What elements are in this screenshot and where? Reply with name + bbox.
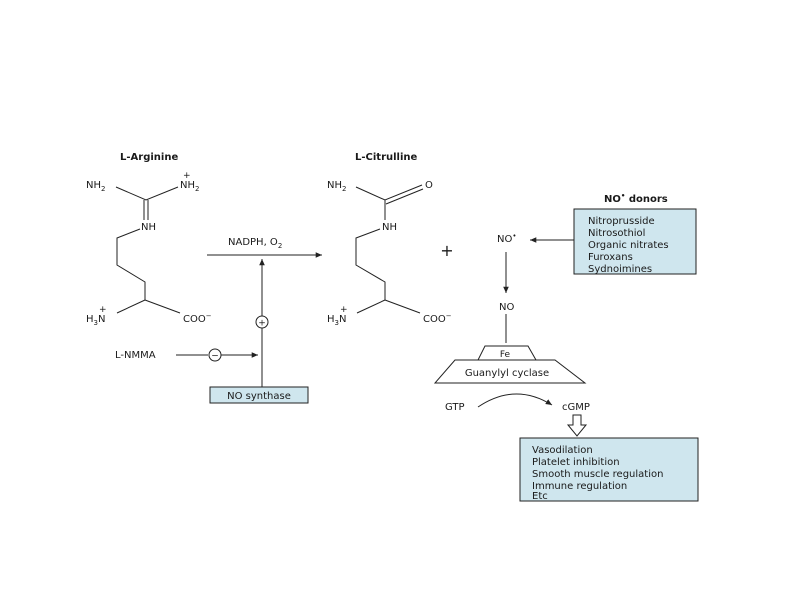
no-radical-label: NO• (497, 232, 517, 245)
nos-box (209, 386, 309, 404)
citrulline-double-bond (385, 188, 424, 205)
plus-sign: + (440, 241, 453, 260)
citrulline-oxygen: O (425, 180, 433, 191)
effect-item: Smooth muscle regulation (532, 469, 663, 480)
gtp-label: GTP (445, 402, 465, 413)
guanylyl-cyclase-label: Guanylyl cyclase (465, 368, 549, 379)
reaction-cofactors: NADPH, O2 (228, 237, 282, 250)
citrulline-carbonyl-bonds (355, 184, 423, 201)
gtp-conversion-arrow (477, 393, 553, 408)
arginine-h3n: H3N (86, 314, 105, 327)
donor-item: Sydnoimines (588, 264, 652, 275)
donor-item: Organic nitrates (588, 240, 669, 251)
inhibit-sign: − (211, 352, 219, 362)
citrulline-title: L-Citrulline (355, 152, 418, 163)
arginine-alpha-bonds (116, 299, 181, 314)
arginine-title: L-Arginine (120, 152, 178, 163)
no-label: NO (499, 302, 514, 313)
effect-item: Etc (532, 491, 548, 502)
effects-hollow-arrow (566, 414, 588, 437)
arginine-coo: COO− (183, 312, 212, 325)
citrulline-coo: COO− (423, 312, 452, 325)
citrulline-nh2: NH2 (327, 180, 346, 193)
citrulline-nh: NH (382, 222, 397, 233)
stimulate-sign: + (258, 319, 266, 329)
cgmp-label: cGMP (562, 402, 590, 413)
arginine-chain (116, 228, 146, 300)
no-donors-panel: NO• donors Nitroprusside Nitrosothiol Or… (573, 192, 697, 275)
arginine-guanidine-bonds (115, 186, 179, 201)
inhibitor-label: L-NMMA (115, 350, 156, 361)
citrulline-amine-charge: + (340, 305, 348, 315)
no-pathway-section: NO• NO Fe Guanylyl cyclase GTP cGMP (433, 232, 590, 437)
fe-label: Fe (500, 350, 511, 360)
arginine-structure: L-Arginine NH2 NH2 + NH H3N + COO− (86, 152, 212, 327)
effect-item: Immune regulation (532, 481, 627, 492)
arginine-nh: NH (141, 222, 156, 233)
donor-item: Furoxans (588, 252, 633, 263)
effects-box (519, 437, 699, 502)
citrulline-h3n: H3N (327, 314, 346, 327)
arginine-double-bond (143, 200, 149, 220)
nos-label: NO synthase (227, 391, 291, 402)
arginine-nh2-right: NH2 (180, 180, 199, 193)
donor-item: Nitroprusside (588, 216, 655, 227)
donors-box (573, 208, 697, 275)
donor-item: Nitrosothiol (588, 228, 645, 239)
reaction-section: NADPH, O2 + L-NMMA − NO synthase + (115, 237, 454, 404)
donors-title: NO• donors (604, 192, 668, 205)
guanylyl-cyclase-shape (433, 359, 587, 384)
citrulline-alpha-bonds (356, 299, 421, 314)
effects-panel: Vasodilation Platelet inhibition Smooth … (519, 437, 699, 502)
citrulline-chain (355, 228, 386, 300)
stimulate-circle (255, 315, 269, 329)
effect-item: Platelet inhibition (532, 457, 620, 468)
arginine-amine-charge: + (99, 305, 107, 315)
effect-item: Vasodilation (532, 445, 593, 456)
arginine-plus-charge: + (183, 171, 191, 181)
arginine-nh2-left: NH2 (86, 180, 105, 193)
citrulline-structure: L-Citrulline NH2 O NH H3N + COO− (327, 152, 452, 327)
